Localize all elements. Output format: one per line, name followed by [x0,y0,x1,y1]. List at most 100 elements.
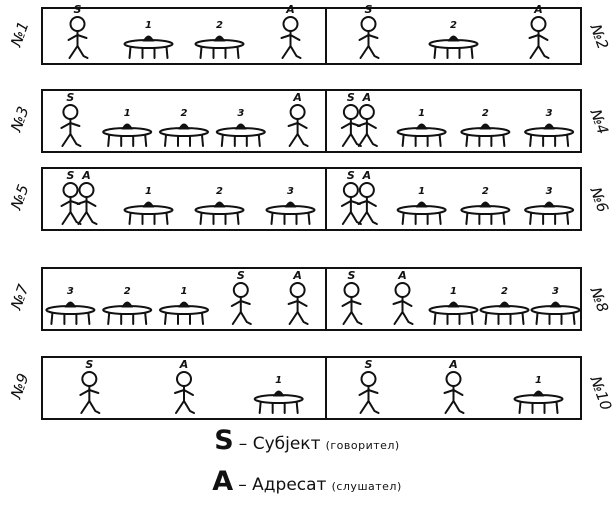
stick-figure: A [445,358,464,413]
figure-tag: S [67,169,75,182]
table-object [65,302,75,307]
round-table: 2 [461,186,509,224]
figure-head [291,105,305,119]
figure-tag: A [362,169,372,182]
figure-head [447,372,461,386]
table-tag: 1 [181,286,188,297]
figure-tag: S [347,91,355,104]
stick-figure: A [358,91,377,146]
table-object [122,124,132,129]
table-object [449,36,459,41]
figure-legs [176,401,194,413]
scene-frame [42,8,581,64]
figure-legs [361,401,379,413]
round-table: 1 [430,286,478,324]
figure-head [71,17,85,31]
table-tag: 1 [145,186,152,197]
stick-figure: A [175,358,194,413]
table-object [544,202,554,207]
table-tag: 1 [418,108,425,119]
scene-frame [42,168,581,230]
figure-head [396,283,410,297]
figure-legs [446,401,464,413]
table-object [215,202,225,207]
scene-label: №7 [7,282,33,313]
figure-tag: S [85,358,93,371]
figure-legs [395,312,413,324]
scene-frame [42,268,581,330]
figure-legs [63,212,81,224]
table-object [179,302,189,307]
figure-legs [361,46,379,58]
scene-row-3: №5№6SA123SA123 [7,168,612,230]
figure-tag: A [285,3,295,16]
figure-head [82,372,96,386]
round-table: 3 [525,108,573,146]
table-tag: 1 [275,375,282,386]
figure-head [64,183,78,197]
stick-figure: S [62,169,81,224]
round-table: 1 [125,186,173,224]
stick-figure: S [61,91,80,146]
stick-figure: S [342,169,361,224]
round-table: 3 [532,286,580,324]
stick-figure: A [78,169,97,224]
figure-legs [343,134,361,146]
table-tag: 2 [501,286,508,297]
table-object [480,124,490,129]
figure-tag: S [237,269,245,282]
legend-addressee-letter: A [212,466,233,497]
figure-legs [79,212,97,224]
table-tag: 1 [418,186,425,197]
table-object [215,36,225,41]
table-object [449,302,459,307]
stick-figure: S [232,269,251,324]
stick-figure: S [342,91,361,146]
table-object [179,124,189,129]
table-tag: 2 [450,20,457,31]
table-tag: 1 [450,286,457,297]
table-tag: 3 [546,108,553,119]
round-table: 3 [525,186,573,224]
figure-tag: A [179,358,189,371]
table-tag: 2 [482,186,489,197]
figure-legs [290,134,308,146]
figure-tag: A [292,269,302,282]
table-tag: 1 [535,375,542,386]
legend-addressee-text: Адресат [252,475,326,495]
figure-head [177,372,191,386]
figure-legs [290,312,308,324]
figure-head [344,183,358,197]
table-object [122,302,132,307]
round-table: 1 [398,186,446,224]
table-tag: 3 [237,108,244,119]
stick-figure: S [360,358,379,413]
legend-subject-text: Субјект [253,434,321,454]
figure-legs [233,312,251,324]
figure-tag: A [397,269,407,282]
table-tag: 2 [181,108,188,119]
table-object [551,302,561,307]
figure-tag: S [66,91,74,104]
stick-figure: A [358,169,377,224]
figure-head [234,283,248,297]
round-table: 2 [430,20,478,58]
stick-figure: A [289,91,308,146]
scene-frame [42,357,581,419]
figure-legs [70,46,88,58]
figure-head [63,105,77,119]
figure-tag: A [362,91,372,104]
figure-legs [283,46,301,58]
table-object [144,202,154,207]
figure-head [284,17,298,31]
scene-label: №4 [586,106,612,137]
table-object [480,202,490,207]
figure-legs [81,401,99,413]
stick-figure: A [282,3,301,58]
stick-figure: A [530,3,549,58]
legend-subject-letter: S [214,425,233,456]
round-table: 2 [103,286,151,324]
